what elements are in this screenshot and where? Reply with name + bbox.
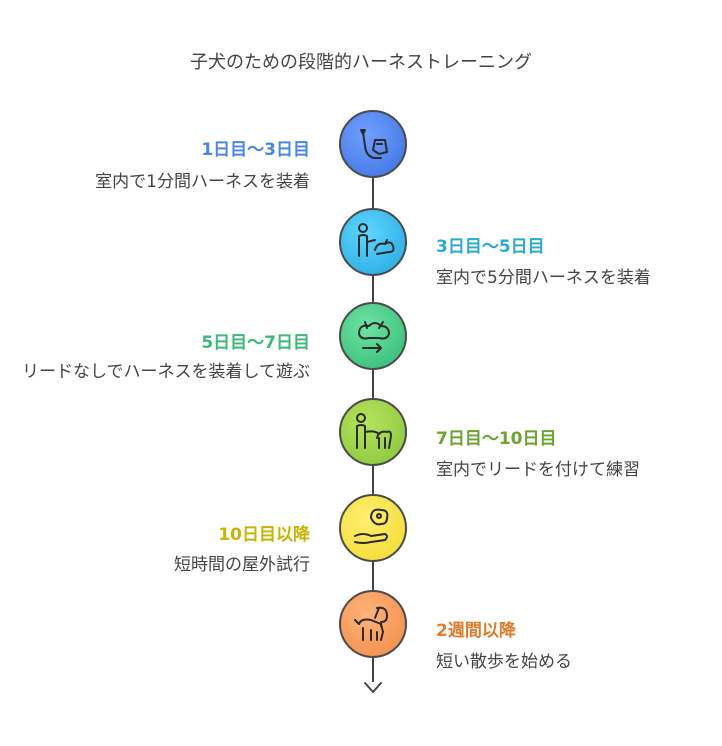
stage-4-node [339, 398, 407, 466]
stage-3-node [339, 302, 407, 370]
person-with-dog-icon [358, 223, 395, 257]
hand-and-dog-icon [354, 508, 389, 544]
stage-1-desc: 室内で1分間ハーネスを装着 [95, 172, 310, 192]
puppy-icon [354, 606, 388, 641]
stage-4-desc: 室内でリードを付けて練習 [436, 460, 640, 480]
stage-4-title: 7日目〜10日目 [436, 429, 557, 449]
stage-2-title: 3日目〜5日目 [436, 237, 545, 257]
stage-5-node [339, 494, 407, 562]
leash-walk-icon [356, 413, 392, 449]
arrow-down-icon [364, 682, 382, 693]
stage-1-node [339, 110, 407, 178]
stage-5-desc: 短時間の屋外試行 [174, 555, 310, 575]
pointing-hand-icon [360, 129, 388, 159]
stage-6-title: 2週間以降 [436, 621, 516, 641]
diagram-title: 子犬のための段階的ハーネストレーニング [190, 52, 532, 73]
stage-6-node [339, 590, 407, 658]
stage-3-title: 5日目〜7日目 [201, 333, 310, 353]
stage-2-node [339, 208, 407, 276]
stage-3-desc: リードなしでハーネスを装着して遊ぶ [22, 362, 310, 382]
stage-6-desc: 短い散歩を始める [436, 652, 572, 672]
playing-dog-icon [358, 321, 390, 353]
stage-2-desc: 室内で5分間ハーネスを装着 [436, 268, 651, 288]
stage-5-title: 10日目以降 [218, 525, 310, 545]
stage-1-title: 1日目〜3日目 [201, 140, 310, 160]
